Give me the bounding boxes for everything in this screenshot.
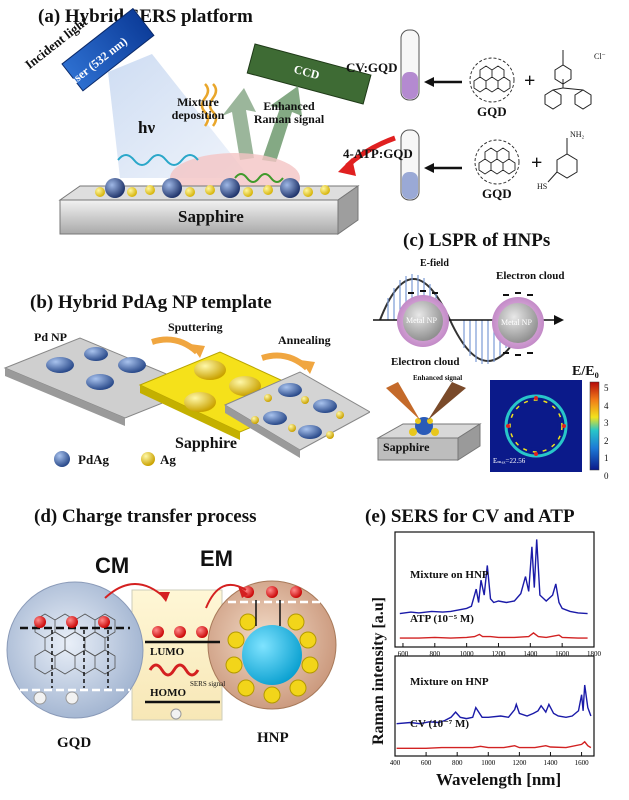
panel-d-title: (d) Charge transfer process bbox=[34, 506, 257, 528]
lumo-electrons bbox=[152, 626, 208, 638]
colorbar-tick: 5 bbox=[604, 380, 609, 398]
e-over-e0-label: E/E₀ bbox=[572, 364, 599, 380]
hnp-electrons bbox=[242, 586, 302, 598]
bottom-cv-label: CV (10⁻⁷ M) bbox=[410, 717, 469, 730]
annealing-arrow bbox=[262, 356, 307, 368]
colorbar-tick: 0 bbox=[604, 468, 609, 486]
gqd-molecule-2 bbox=[475, 140, 519, 184]
metal-np-2-label: Metal NP bbox=[501, 318, 532, 327]
enhanced-raman-label: Enhanced Raman signal bbox=[244, 100, 334, 126]
atp-molecule bbox=[548, 138, 577, 182]
homo-label: HOMO bbox=[150, 687, 186, 699]
lumo-label: LUMO bbox=[150, 646, 184, 658]
top-x-tick-label: 1200 bbox=[491, 650, 506, 658]
hnp-label-d: HNP bbox=[257, 730, 289, 747]
electron-cloud-top-label: Electron cloud bbox=[496, 270, 565, 282]
legend-pdag-label: PdAg bbox=[78, 452, 109, 468]
vial-cv bbox=[401, 30, 419, 100]
top-series-reference bbox=[400, 633, 588, 638]
colorbar-tick: 3 bbox=[604, 415, 609, 433]
cv-gqd-label: CV:GQD bbox=[346, 60, 398, 76]
cm-label: CM bbox=[95, 553, 129, 579]
gqd-label-2: GQD bbox=[482, 186, 512, 202]
cl-label: Cl⁻ bbox=[594, 52, 606, 61]
sputtering-label: Sputtering bbox=[168, 320, 223, 335]
top-plot-frame bbox=[395, 532, 594, 647]
hv-label: hν bbox=[138, 118, 155, 138]
bottom-plot-frame bbox=[395, 656, 594, 756]
nh2-label: NH₂ bbox=[570, 130, 584, 139]
plus-sign-2: + bbox=[531, 152, 542, 175]
y-axis-label: Raman intensity [a.u] bbox=[370, 597, 388, 745]
sers-signal-label: SERS signal bbox=[190, 680, 225, 688]
gqd-molecule-1 bbox=[470, 58, 514, 102]
bottom-x-tick-label: 1400 bbox=[543, 759, 558, 767]
bottom-x-tick-label: 1000 bbox=[481, 759, 496, 767]
annealing-label: Annealing bbox=[278, 333, 331, 348]
bottom-series-reference bbox=[397, 742, 591, 749]
incident-signal-cone bbox=[386, 382, 420, 420]
gqd-label-1: GQD bbox=[477, 104, 507, 120]
cv-molecule bbox=[545, 50, 591, 109]
bottom-x-tick-label: 600 bbox=[421, 759, 432, 767]
top-x-tick-label: 1000 bbox=[460, 650, 475, 658]
electron-cloud-bottom-label: Electron cloud bbox=[391, 356, 460, 368]
sapphire-label-b: Sapphire bbox=[175, 435, 237, 453]
top-atp-label: ATP (10⁻⁵ M) bbox=[410, 612, 474, 625]
gqd-label-d: GQD bbox=[57, 735, 91, 752]
top-x-tick-label: 1600 bbox=[555, 650, 570, 658]
sputtering-arrow bbox=[152, 340, 197, 352]
em-label: EM bbox=[200, 546, 233, 572]
colorbar-tick: 2 bbox=[604, 433, 609, 451]
atp-gqd-label: 4-ATP:GQD bbox=[343, 146, 413, 162]
colorbar bbox=[590, 382, 599, 470]
bottom-x-tick-label: 1200 bbox=[512, 759, 527, 767]
efield-label: E-field bbox=[420, 258, 449, 269]
enhanced-signal-cone bbox=[428, 382, 466, 420]
bottom-x-tick-label: 1600 bbox=[575, 759, 590, 767]
hs-label: HS bbox=[537, 182, 547, 191]
emax-label: Eₘₐₓ=22.56 bbox=[493, 457, 525, 465]
top-x-tick-label: 600 bbox=[398, 650, 409, 658]
colorbar-tick: 4 bbox=[604, 398, 609, 416]
legend-ag-marker bbox=[141, 452, 155, 466]
pd-np-label: Pd NP bbox=[34, 330, 67, 345]
legend-pdag-marker bbox=[54, 451, 70, 467]
vial-atp bbox=[401, 130, 419, 200]
enhanced-signal-label: Enhanced signal bbox=[413, 374, 462, 382]
top-x-tick-label: 1400 bbox=[523, 650, 538, 658]
bottom-mixture-label: Mixture on HNP bbox=[410, 676, 489, 688]
top-x-tick-label: 800 bbox=[430, 650, 441, 658]
legend-ag-label: Ag bbox=[160, 452, 176, 468]
top-mixture-label: Mixture on HNP bbox=[410, 569, 489, 581]
bottom-x-tick-label: 400 bbox=[390, 759, 401, 767]
panel-e-title: (e) SERS for CV and ATP bbox=[365, 506, 575, 528]
plus-sign-1: + bbox=[524, 70, 535, 93]
colorbar-ticks: 5 4 3 2 1 0 bbox=[604, 380, 609, 485]
colorbar-tick: 1 bbox=[604, 450, 609, 468]
x-axis-label: Wavelength [nm] bbox=[436, 770, 561, 790]
metal-np-1-label: Metal NP bbox=[406, 316, 437, 325]
sapphire-label-a: Sapphire bbox=[178, 207, 244, 227]
sers-chart: 600 800 1000 1200 1400 1600 1800 400 600 800 1000 1… bbox=[390, 528, 629, 770]
mixture-deposition-label: Mixture deposition bbox=[158, 96, 238, 122]
top-x-tick-label: 1800 bbox=[587, 650, 602, 658]
sapphire-label-c: Sapphire bbox=[383, 440, 429, 455]
bottom-x-tick-label: 800 bbox=[452, 759, 463, 767]
hnp-core bbox=[242, 625, 302, 685]
